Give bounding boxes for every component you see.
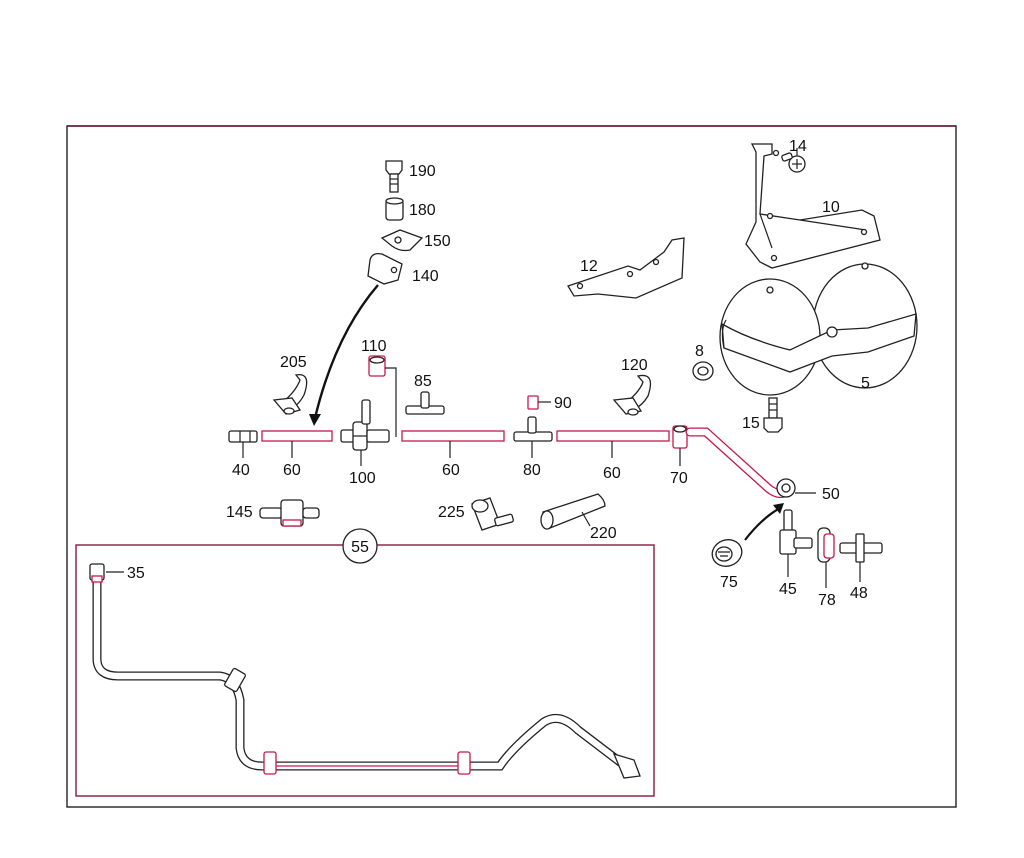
- label-140: 140: [412, 268, 439, 285]
- hose-60-right[interactable]: [556, 430, 670, 442]
- fitting-48[interactable]: [839, 533, 883, 563]
- label-15: 15: [742, 415, 760, 432]
- pointer-arrow-75: [744, 507, 781, 541]
- bolt-15[interactable]: [763, 397, 783, 433]
- label-35: 35: [127, 565, 145, 582]
- label-45: 45: [779, 581, 797, 598]
- fitting-40[interactable]: [228, 430, 258, 443]
- label-78: 78: [818, 592, 836, 609]
- label-225: 225: [438, 504, 465, 521]
- tee-85[interactable]: [405, 391, 445, 415]
- bolt-190[interactable]: [385, 160, 403, 193]
- connector-225[interactable]: [471, 497, 514, 531]
- label-90: 90: [554, 395, 572, 412]
- inset-callout-55: [342, 528, 378, 564]
- label-220: 220: [590, 525, 617, 542]
- label-48: 48: [850, 585, 868, 602]
- pointer-arrowhead-75: [773, 503, 784, 514]
- label-85: 85: [414, 373, 432, 390]
- label-50: 50: [822, 486, 840, 503]
- inset-frame-55: [75, 544, 655, 797]
- label-10: 10: [822, 199, 840, 216]
- connector-70[interactable]: [672, 425, 688, 449]
- label-40: 40: [232, 462, 250, 479]
- hose-50-core: [686, 428, 794, 497]
- valve-100[interactable]: [340, 399, 390, 451]
- tie-strap-120[interactable]: [612, 374, 652, 416]
- label-12: 12: [580, 258, 598, 275]
- hose-60-left[interactable]: [261, 430, 333, 442]
- label-150: 150: [424, 233, 451, 250]
- label-120: 120: [621, 357, 648, 374]
- grommet-8[interactable]: [692, 361, 714, 381]
- tee-80[interactable]: [513, 416, 553, 442]
- reservoir-5[interactable]: [719, 262, 918, 396]
- filter-145[interactable]: [259, 499, 320, 527]
- label-60-middle: 60: [442, 462, 460, 479]
- label-180: 180: [409, 202, 436, 219]
- label-14: 14: [789, 138, 807, 155]
- label-100: 100: [349, 470, 376, 487]
- label-80: 80: [523, 462, 541, 479]
- label-60-right: 60: [603, 465, 621, 482]
- leader-110: [385, 367, 397, 437]
- label-75: 75: [720, 574, 738, 591]
- hose-50-end-inner: [781, 483, 791, 493]
- hose-assembly-55[interactable]: [89, 563, 641, 779]
- grommet-110[interactable]: [368, 355, 386, 377]
- label-110: 110: [361, 338, 387, 355]
- label-205: 205: [280, 354, 307, 371]
- label-190: 190: [409, 163, 436, 180]
- bracket-10[interactable]: [745, 143, 881, 269]
- label-8: 8: [695, 343, 704, 360]
- clip-150[interactable]: [380, 229, 424, 252]
- label-5: 5: [861, 375, 870, 392]
- inset-callout-label: 55: [351, 539, 369, 556]
- elbow-45[interactable]: [779, 509, 813, 555]
- bracket-12[interactable]: [567, 237, 685, 299]
- sleeve-220[interactable]: [540, 493, 606, 530]
- pointer-arrow-140: [313, 284, 379, 419]
- label-70: 70: [670, 470, 688, 487]
- spacer-180[interactable]: [385, 197, 404, 221]
- label-145: 145: [226, 504, 253, 521]
- pointer-arrowhead-140: [309, 414, 321, 426]
- hose-60-middle[interactable]: [401, 430, 505, 442]
- tie-strap-205[interactable]: [272, 374, 308, 415]
- clamp-140[interactable]: [367, 252, 403, 285]
- screw-14[interactable]: [781, 152, 806, 173]
- plug-90[interactable]: [527, 395, 539, 410]
- check-valve-75[interactable]: [708, 536, 745, 571]
- valve-78[interactable]: [817, 527, 835, 563]
- label-60-left: 60: [283, 462, 301, 479]
